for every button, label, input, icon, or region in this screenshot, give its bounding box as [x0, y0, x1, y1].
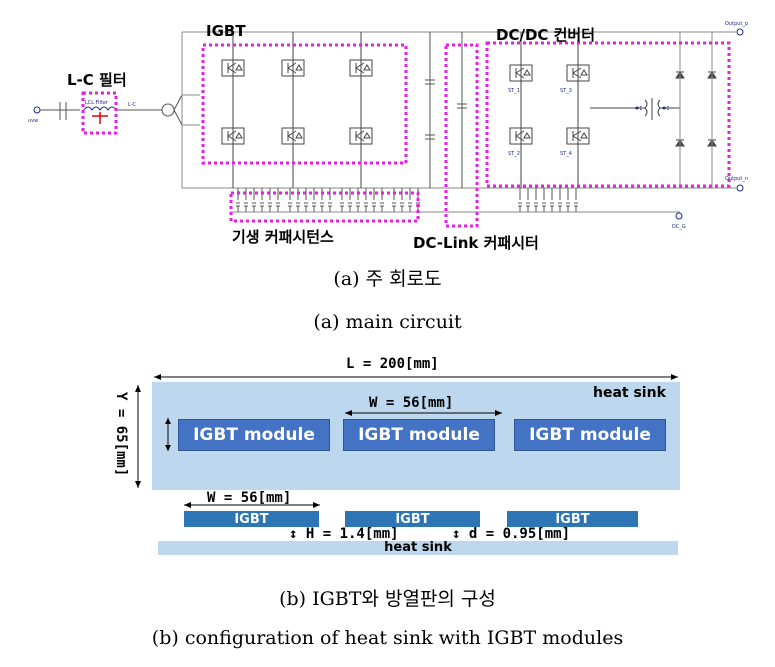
breaker-icon [161, 103, 175, 117]
heat-sink-top-label: heat sink [593, 385, 666, 401]
dclink-box [444, 43, 479, 228]
heat-sink-side-label: heat sink [384, 540, 452, 555]
igbt-bar-3: IGBT [507, 511, 638, 527]
top-view-dimensions [135, 374, 678, 488]
dclink-capacitors [425, 32, 467, 188]
dcdc-label: DC/DC 컨버터 [496, 26, 596, 44]
side-view-dimensions [184, 502, 320, 508]
h-dimension: ↕ H = 1.4[mm] [289, 526, 399, 542]
output-p-terminal [736, 28, 744, 36]
igbt-switch-group [221, 32, 373, 188]
rectifier-diodes [675, 71, 717, 147]
height-dimension: Y = 65[mm] [113, 392, 129, 477]
transformer-secondary-label: #2 [662, 106, 669, 112]
d-dimension-text: d = 0.95[mm] [468, 526, 571, 542]
igbt-module-1: IGBT module [178, 419, 330, 451]
source-label: uvw [28, 118, 38, 124]
heat-sink-side-view [158, 541, 678, 555]
switch-st1-label: ST_1 [508, 88, 520, 94]
transformer-primary-label: #1 [635, 106, 642, 112]
igbt-module-3: IGBT module [514, 419, 666, 451]
lc-out-label: L-C [128, 102, 137, 108]
parasitic-label: 기생 커패시턴스 [232, 228, 334, 246]
output-p-label: Output_p [725, 21, 748, 27]
caption-a-korean: (a) 주 회로도 [333, 268, 442, 290]
dc-g-label: DC_G [672, 224, 686, 230]
igbt-module-2: IGBT module [343, 419, 495, 451]
module-width-dimension: W = 56[mm] [369, 395, 454, 411]
length-dimension: L = 200[mm] [346, 356, 439, 372]
lcl-filter-label: LCL Filter [85, 100, 109, 106]
igbt-bar-2: IGBT [345, 511, 480, 527]
source-node [33, 106, 41, 114]
output-n-label: Output_n [725, 176, 748, 182]
main-circuit-diagram: uvw LCL Filter L-C Output_p Output_n DC_… [28, 21, 748, 230]
caption-a-english: (a) main circuit [313, 311, 462, 333]
output-n-terminal [736, 184, 744, 192]
switch-st4-label: ST_4 [560, 151, 572, 157]
igbt-label: IGBT [206, 22, 246, 40]
dcdc-box [485, 41, 731, 188]
lc-filter-box [81, 91, 118, 135]
caption-b-english: (b) configuration of heat sink with IGBT… [151, 627, 624, 649]
switch-st3-label: ST_3 [560, 88, 572, 94]
transformer-icon [644, 98, 661, 120]
h-dimension-text: H = 1.4[mm] [305, 526, 399, 542]
switch-st2-label: ST_2 [508, 151, 520, 157]
lc-filter-label: L-C 필터 [67, 71, 127, 89]
dc-g-terminal [675, 212, 683, 220]
d-dimension: ↕ d = 0.95[mm] [452, 526, 571, 542]
side-width-dimension: W = 56[mm] [207, 490, 292, 506]
dclink-label: DC-Link 커패시터 [413, 234, 539, 252]
igbt-bar-1: IGBT [184, 511, 319, 527]
dcdc-switch-group [509, 32, 680, 188]
lcl-inductor [83, 106, 117, 111]
igbt-box [201, 43, 408, 165]
parasitic-box [229, 191, 420, 223]
caption-b-korean: (b) IGBT와 방열판의 구성 [279, 588, 496, 610]
